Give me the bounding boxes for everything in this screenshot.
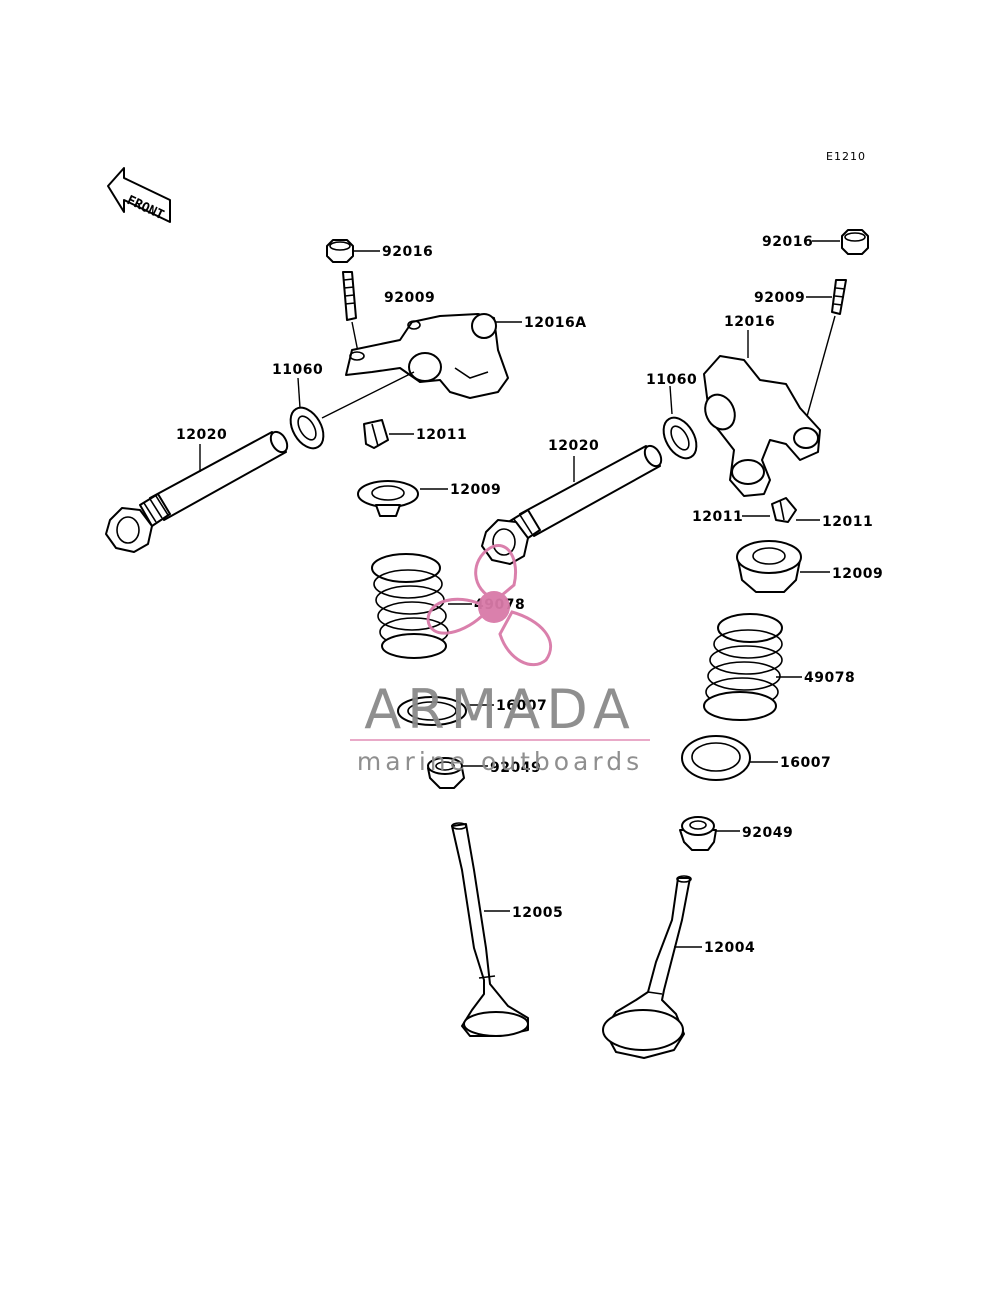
- seat-right-icon: [681, 735, 751, 781]
- cotter-right-icon: [771, 497, 797, 523]
- stud-right-icon: [831, 279, 847, 315]
- front-arrow-icon: FRONT: [107, 167, 171, 223]
- label-nut-right: 92016: [762, 234, 813, 250]
- brand-name: ARMADA: [364, 678, 636, 741]
- label-shaft-left: 12020: [176, 427, 227, 443]
- label-cotter-right-b: 12011: [822, 514, 873, 530]
- stud-left-icon: [342, 271, 357, 321]
- label-cotter-right-a: 12011: [692, 509, 743, 525]
- seal-right-icon: [679, 816, 717, 851]
- shaft-left-icon: [105, 430, 289, 553]
- cotter-left-icon: [363, 419, 389, 449]
- label-shaft-right: 12020: [548, 438, 599, 454]
- seal-left-icon: [427, 757, 465, 789]
- label-nut-left: 92016: [382, 244, 433, 260]
- rocker-arm-right-icon: [703, 355, 821, 497]
- nut-right-icon: [841, 229, 869, 255]
- label-washer-left: 11060: [272, 362, 323, 378]
- label-rocker-left: 12016A: [524, 315, 587, 331]
- exhaust-valve-icon: [451, 822, 529, 1037]
- label-seat-right: 16007: [780, 755, 831, 771]
- watermark: ARMADA marine outboards: [350, 544, 650, 776]
- propeller-hub: [478, 591, 510, 623]
- label-cotter-left: 12011: [416, 427, 467, 443]
- label-seal-left: 92049: [490, 760, 541, 776]
- shaft-right-icon: [481, 444, 663, 565]
- nut-left-icon: [326, 239, 354, 263]
- label-valve-exhaust: 12005: [512, 905, 563, 921]
- label-seat-left: 16007: [496, 698, 547, 714]
- spring-right-icon: [703, 613, 783, 721]
- label-washer-right: 11060: [646, 372, 697, 388]
- retainer-right-icon: [736, 540, 802, 593]
- retainer-left-icon: [357, 480, 419, 517]
- intake-valve-icon: [602, 875, 692, 1059]
- label-spring-right: 49078: [804, 670, 855, 686]
- propeller-icon: [426, 544, 553, 667]
- label-stud-right: 92009: [754, 290, 805, 306]
- label-valve-intake: 12004: [704, 940, 755, 956]
- label-retainer-left: 12009: [450, 482, 501, 498]
- washer-left-icon: [289, 406, 325, 450]
- seat-left-icon: [397, 696, 467, 726]
- washer-right-icon: [662, 416, 698, 460]
- diagram-code: E1210: [826, 150, 866, 163]
- rocker-arm-left-icon: [345, 313, 509, 399]
- label-retainer-right: 12009: [832, 566, 883, 582]
- brand-tagline: marine outboards: [357, 747, 643, 776]
- label-stud-left: 92009: [384, 290, 435, 306]
- label-seal-right: 92049: [742, 825, 793, 841]
- label-rocker-right: 12016: [724, 314, 775, 330]
